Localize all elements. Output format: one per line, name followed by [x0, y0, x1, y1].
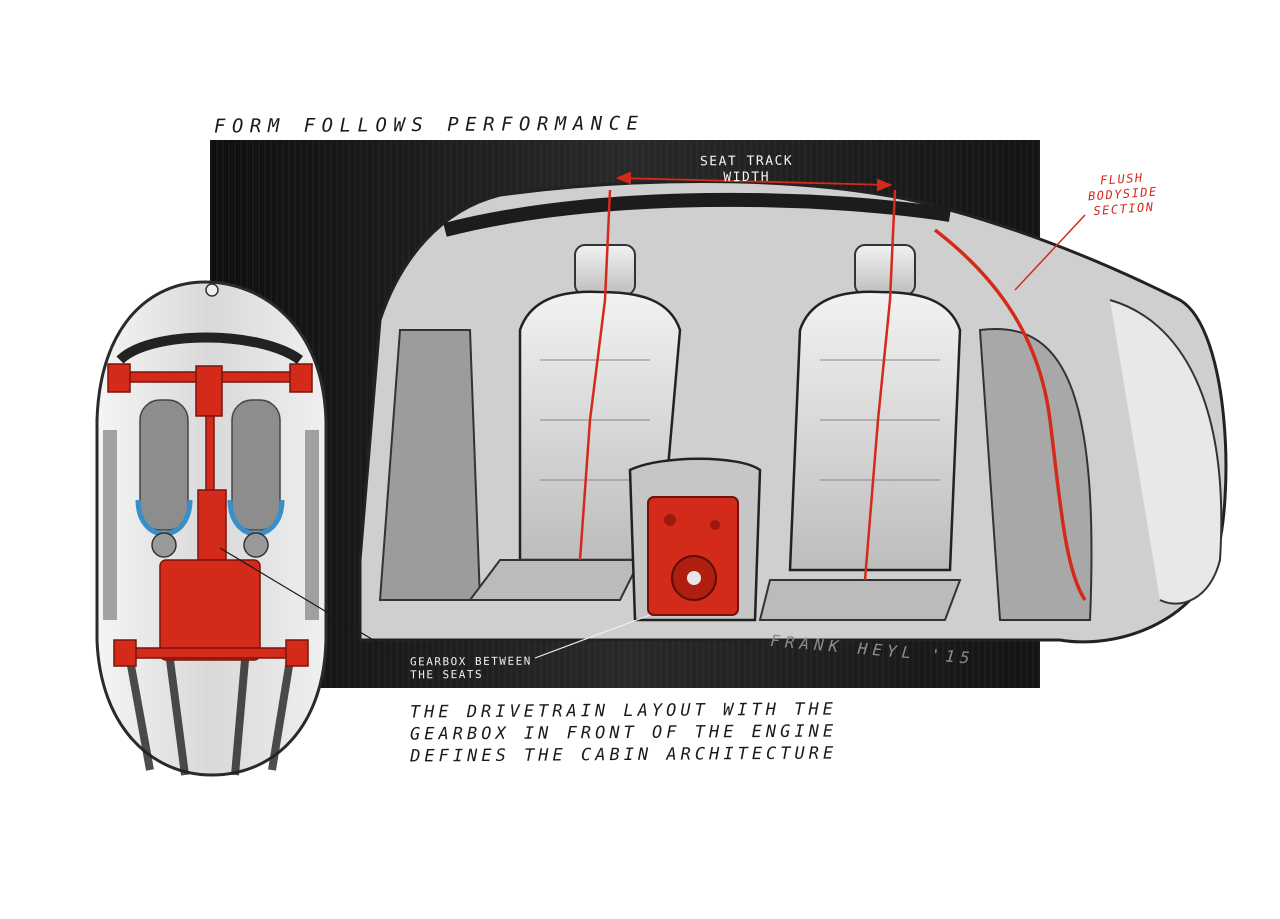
seat-track-width-arrow [615, 171, 893, 192]
top-view-occupants [135, 399, 285, 558]
caption-line1: THE DRIVETRAIN LAYOUT WITH THE [409, 699, 837, 723]
top-view-car [95, 280, 328, 777]
seat-track-label-line2: WIDTH [723, 169, 771, 186]
flush-leader-line [1014, 214, 1086, 291]
cabin-seat-right [758, 244, 962, 621]
seat-track-label-line1: SEAT TRACK [699, 153, 794, 170]
sketch-title: FORM FOLLOWS PERFORMANCE [213, 112, 645, 138]
sketch-caption: THE DRIVETRAIN LAYOUT WITH THE GEARBOX I… [410, 699, 837, 768]
top-view-drivetrain [107, 363, 313, 667]
cabin-cutaway [358, 180, 1228, 644]
gearbox-label-line1: GEARBOX BETWEEN [409, 654, 532, 669]
seat-section-line-left [578, 189, 612, 561]
flush-label-line3: SECTION [1092, 199, 1155, 219]
gearbox-label-line2: THE SEATS [410, 667, 484, 682]
gearbox-leader-line-top-view [219, 547, 411, 663]
caption-line2: GEARBOX IN FRONT OF THE ENGINE [409, 721, 838, 745]
seat-section-line-right [863, 189, 897, 581]
caption-line3: DEFINES THE CABIN ARCHITECTURE [410, 743, 838, 767]
seat-track-width-label: SEAT TRACK WIDTH [700, 154, 794, 187]
flush-bodyside-line [933, 228, 1087, 601]
gearbox-leader-line-cutaway [534, 614, 651, 659]
gearbox-between-seats-label: GEARBOX BETWEEN THE SEATS [410, 655, 532, 682]
flush-bodyside-section-label: FLUSH BODYSIDE SECTION [1087, 170, 1160, 220]
